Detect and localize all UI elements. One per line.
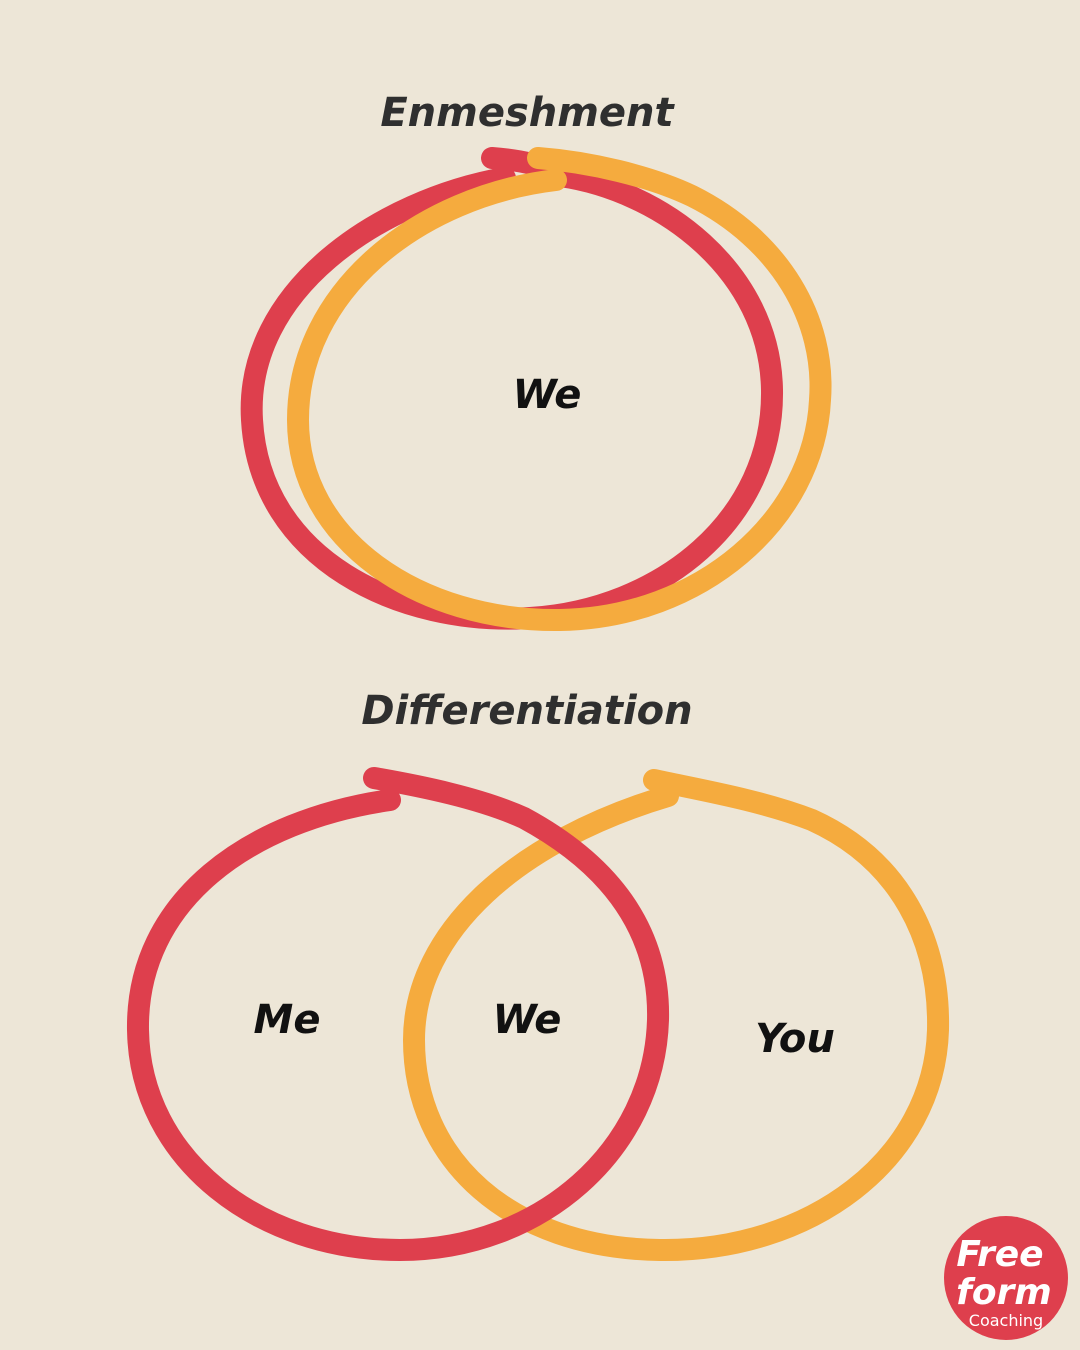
- differentiation-me-label: Me: [254, 997, 321, 1043]
- enmeshment-title: Enmeshment: [380, 90, 675, 136]
- differentiation-section: Differentiation Me We You: [126, 688, 950, 1262]
- differentiation-you-label: You: [755, 1016, 835, 1062]
- enmeshment-we-label: We: [513, 372, 582, 418]
- differentiation-you-circle: [403, 769, 950, 1262]
- differentiation-we-label: We: [493, 997, 562, 1043]
- differentiation-title: Differentiation: [361, 688, 692, 734]
- logo-line-free: Free: [956, 1234, 1043, 1275]
- freeform-coaching-logo: Free form Coaching: [944, 1216, 1068, 1340]
- enmeshment-you-circle: [287, 147, 832, 632]
- differentiation-me-circle: [126, 767, 670, 1261]
- logo-badge-icon: [944, 1216, 1068, 1340]
- logo-line-form: form: [956, 1272, 1052, 1313]
- enmeshment-section: Enmeshment We: [240, 90, 832, 632]
- logo-line-coaching: Coaching: [969, 1311, 1043, 1330]
